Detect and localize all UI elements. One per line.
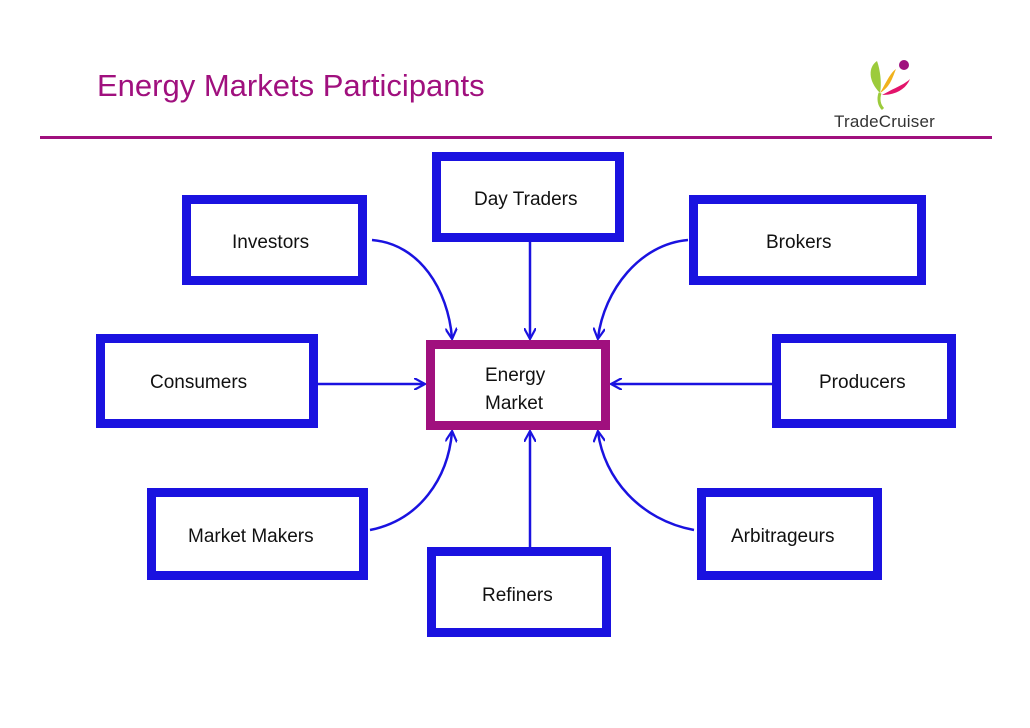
node-brokers [689,195,926,285]
node-consumers [96,334,318,428]
node-arbitrageurs [697,488,882,580]
node-brokers-label: Brokers [766,232,832,253]
arrow-market-makers [369,432,452,532]
node-market-makers-label: Market Makers [188,526,314,547]
node-energy-market-label: Energy Market [485,365,546,414]
node-market-makers [147,488,368,580]
slide-title: Energy Markets Participants [97,68,485,103]
arrow-brokers [598,238,689,338]
tradecruiser-logo: TradeCruiser [820,55,950,135]
node-arbitrageurs-label: Arbitrageurs [731,526,835,547]
butterfly-logo-icon [870,60,910,111]
title-divider [40,136,992,139]
node-day-traders [432,152,624,242]
node-producers-label: Producers [819,372,906,393]
node-investors [182,195,367,285]
node-energy-market [426,340,610,430]
arrow-arbitrageurs [598,432,695,532]
node-producers [772,334,956,428]
logo-wordmark: TradeCruiser [834,112,935,131]
node-refiners [427,547,611,637]
node-refiners-label: Refiners [482,585,553,606]
arrow-investors [371,238,452,338]
node-consumers-label: Consumers [150,372,248,393]
node-day-traders-label: Day Traders [474,189,578,210]
node-investors-label: Investors [232,232,310,253]
